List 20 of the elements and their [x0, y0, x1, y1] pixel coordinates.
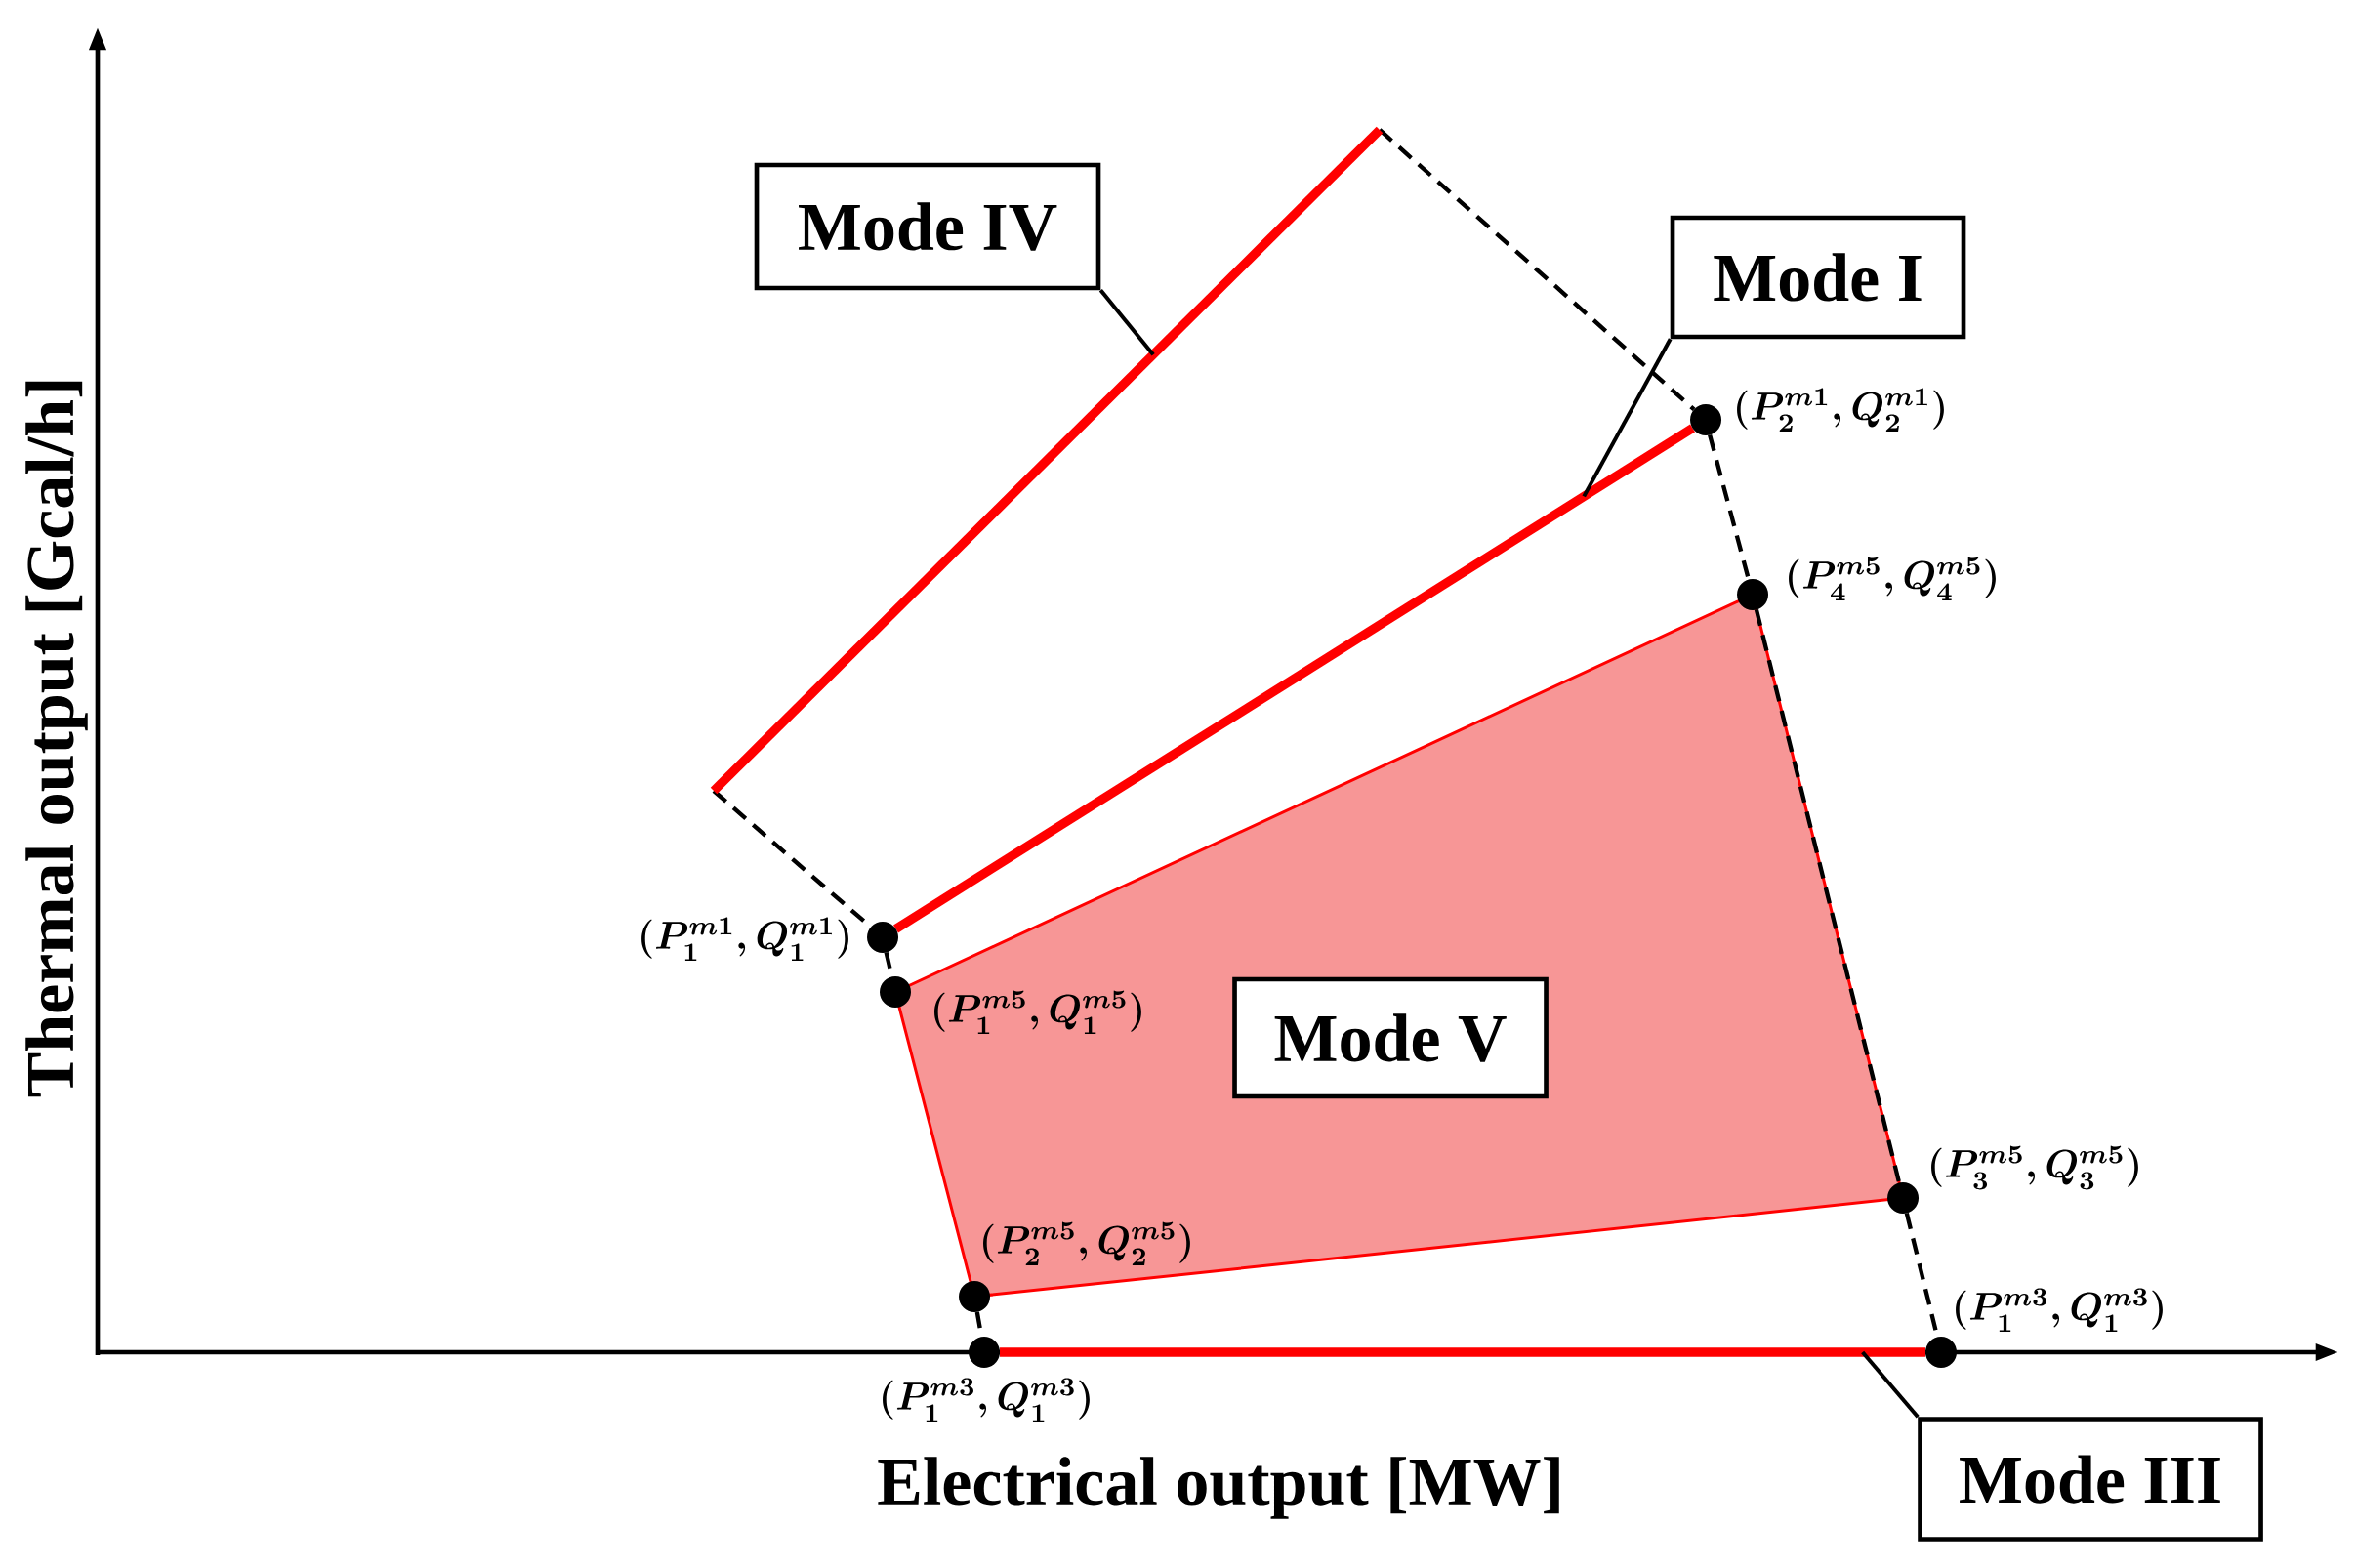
leader-line — [1582, 338, 1673, 498]
leader-line — [1098, 289, 1155, 356]
label-box: Mode I — [1670, 215, 1966, 340]
point-label: $(P_1^{m1},Q_1^{m1})$ — [641, 917, 848, 962]
point-label: $(P_2^{m1},Q_2^{m1})$ — [1737, 388, 1944, 432]
label-box: Mode IV — [754, 162, 1101, 291]
axis-label: Thermal output [Gcal/h] — [25, 381, 88, 1097]
point-label: $(P_3^{m5},Q_3^{m5})$ — [1931, 1145, 2138, 1190]
leader-line — [1861, 1350, 1920, 1419]
line-segment — [893, 424, 1695, 933]
point-label: $(P_1^{m3},Q_1^{m3})$ — [883, 1378, 1090, 1423]
line-segment — [710, 126, 1384, 795]
point-label: $(P_2^{m5},Q_2^{m5})$ — [983, 1221, 1190, 1266]
label-box: Mode V — [1232, 976, 1549, 1099]
axis-label: Electrical output [MW] — [878, 1457, 1559, 1519]
point-label: $(P_1^{m3},Q_1^{m3})$ — [1956, 1288, 2163, 1333]
line-segment — [1000, 1347, 1926, 1357]
point-label: $(P_4^{m5},Q_4^{m5})$ — [1789, 557, 1996, 601]
label-box: Mode III — [1918, 1417, 2263, 1542]
point-label: $(P_1^{m5},Q_1^{m5})$ — [934, 990, 1141, 1035]
